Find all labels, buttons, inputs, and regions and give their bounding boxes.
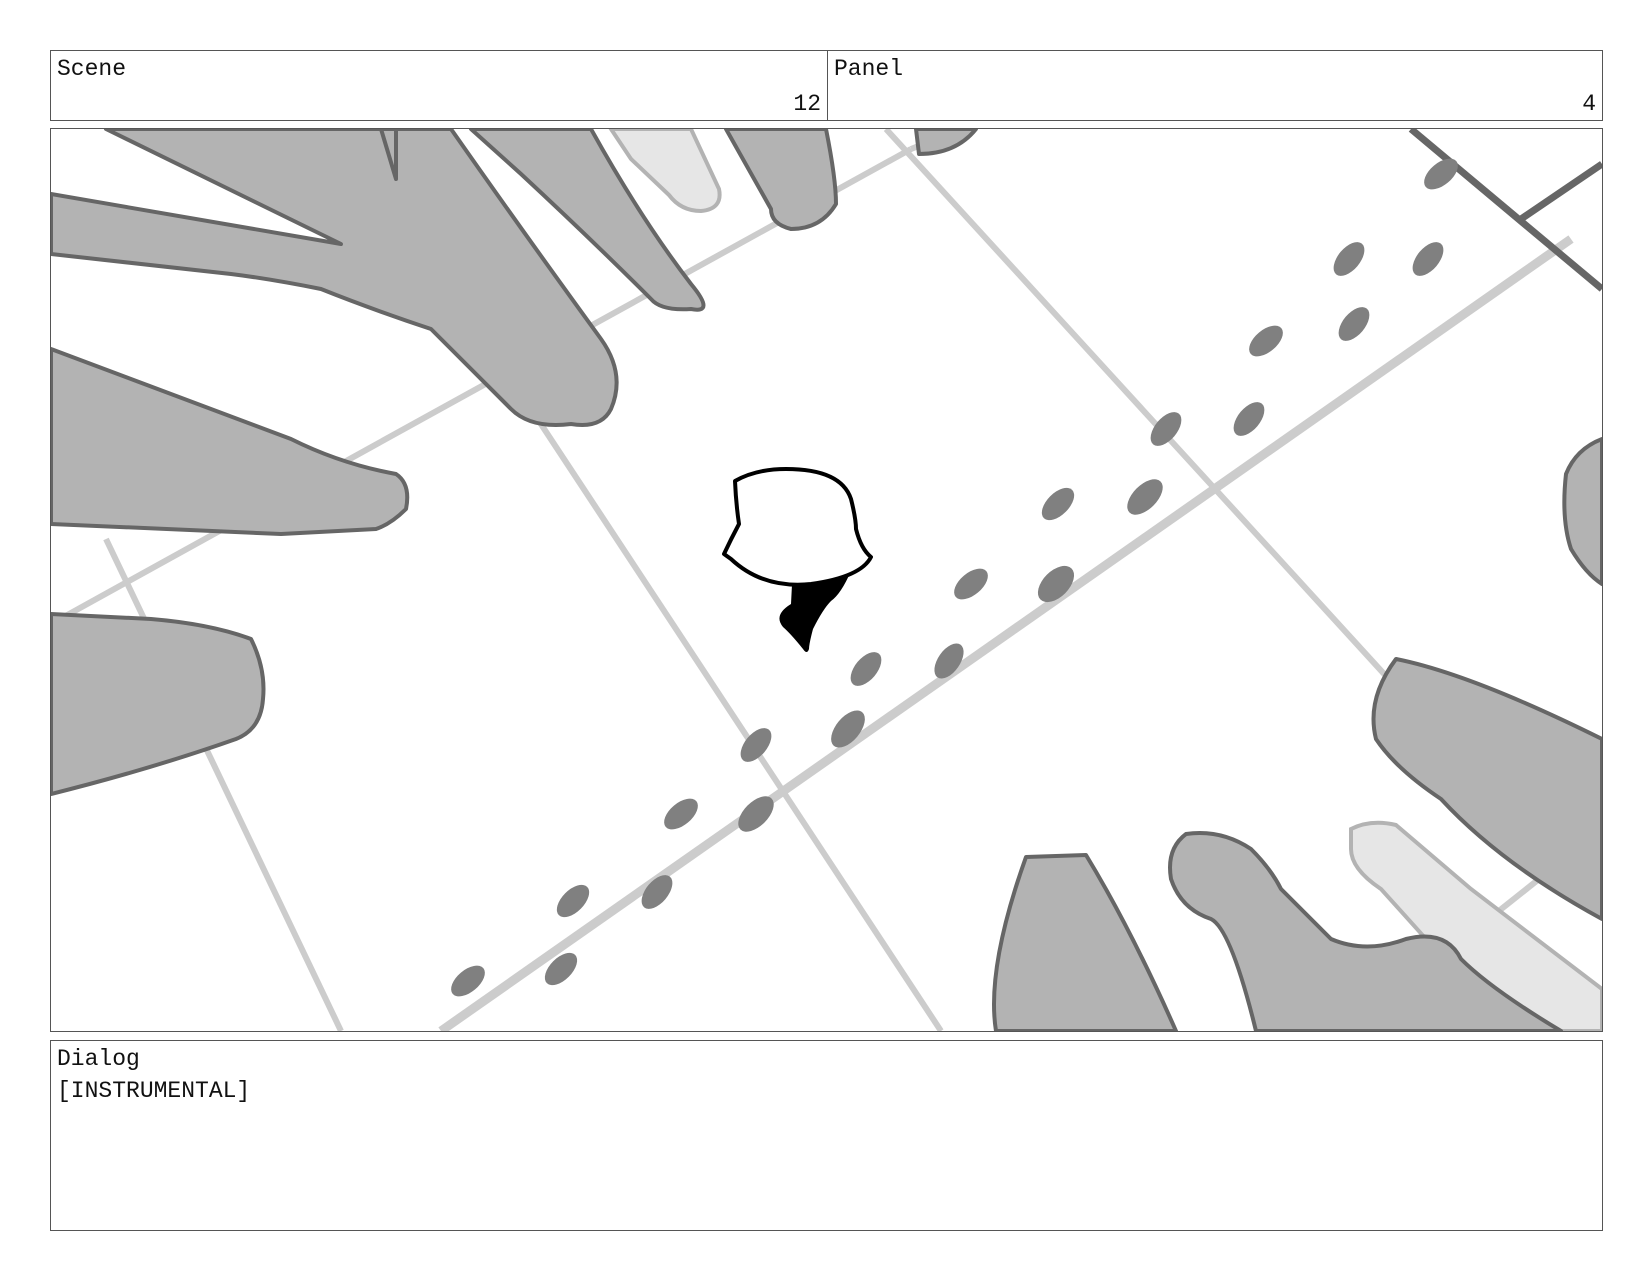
footprint [934, 643, 964, 679]
footprint [738, 796, 774, 832]
dark-lines [1408, 129, 1602, 292]
footprint [1233, 402, 1265, 436]
thumb-left [51, 612, 266, 796]
footprint [850, 652, 882, 686]
scene-label: Scene [57, 56, 127, 82]
dark-line [1519, 161, 1602, 222]
grey-hands [51, 129, 1602, 1031]
footprint [1333, 242, 1365, 276]
panel-field: Panel 4 [827, 50, 1603, 121]
footprint [451, 965, 485, 997]
finger-left [51, 347, 410, 536]
light-finger [1349, 820, 1602, 1031]
footprint [556, 884, 590, 918]
footprint [1041, 487, 1075, 521]
footprint [544, 952, 578, 986]
footprint [740, 728, 772, 762]
footprint [1037, 565, 1075, 603]
finger-top-left [469, 129, 706, 312]
scene-number: 12 [793, 91, 821, 117]
finger-bottom [992, 853, 1178, 1031]
grid-line [438, 235, 1574, 1031]
scene-field: Scene 12 [50, 50, 828, 121]
light-finger [608, 129, 722, 214]
footprint [664, 798, 698, 830]
character-hair [722, 467, 873, 587]
footprint [1424, 158, 1458, 190]
footprint [831, 710, 865, 748]
hand-bottom-right [1168, 831, 1563, 1031]
footprint [1338, 307, 1370, 341]
finger-right-edge [1562, 437, 1602, 586]
panel-number: 4 [1582, 91, 1596, 117]
panel-sketch [51, 129, 1602, 1031]
finger-tip-top [914, 129, 978, 156]
hand-top-left [51, 129, 619, 427]
dialog-field: Dialog [INSTRUMENTAL] [50, 1040, 1603, 1231]
grid-line [51, 146, 913, 627]
thumb-right [1371, 657, 1602, 921]
panel-label: Panel [834, 56, 904, 82]
dialog-label: Dialog [57, 1046, 140, 1072]
footprint [954, 568, 988, 600]
footprints [451, 158, 1458, 997]
character [722, 467, 873, 652]
footprint [1127, 479, 1163, 515]
storyboard-panel-drawing [50, 128, 1603, 1032]
grid-line [883, 129, 1474, 772]
footprint [1150, 412, 1182, 446]
dark-line [1408, 129, 1602, 292]
dialog-text: [INSTRUMENTAL] [57, 1078, 251, 1104]
footprint [1412, 242, 1444, 276]
finger-top [724, 129, 838, 231]
footprint [1249, 325, 1283, 357]
light-hand [608, 129, 1602, 1031]
footprint [641, 875, 673, 909]
grid-line [103, 537, 344, 1031]
grid-line [528, 407, 944, 1031]
